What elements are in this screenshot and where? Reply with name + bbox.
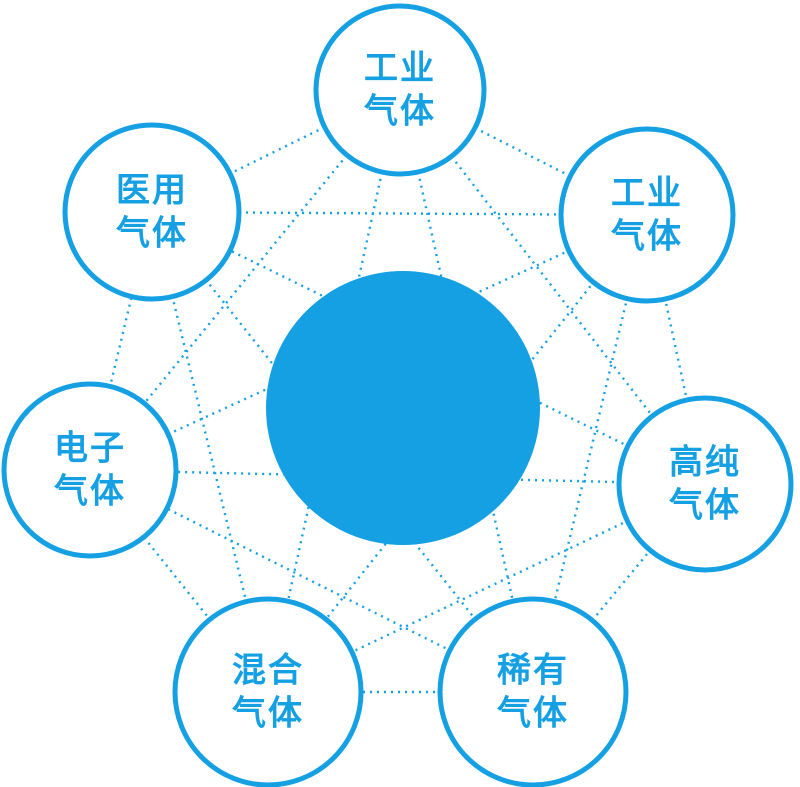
node-circle-top-right <box>558 126 736 304</box>
node-label-top: 工业 气体 <box>364 48 436 132</box>
center-circle <box>266 271 540 545</box>
node-label-right: 高纯 气体 <box>669 442 741 526</box>
node-circles <box>1 3 794 787</box>
node-circle-left <box>1 381 179 559</box>
node-circle-top <box>313 3 487 177</box>
node-label-top-right: 工业 气体 <box>611 173 683 257</box>
node-label-bottom-right: 稀有 气体 <box>497 650 569 734</box>
node-label-left: 电子 气体 <box>54 428 126 512</box>
node-label-bottom-left: 混合 气体 <box>232 650 304 734</box>
node-circle-bottom-right <box>437 596 629 787</box>
node-label-top-left: 医用 气体 <box>116 170 188 254</box>
node-circle-bottom-left <box>172 596 364 787</box>
node-circle-right <box>616 395 794 573</box>
node-circle-top-left <box>62 122 242 302</box>
